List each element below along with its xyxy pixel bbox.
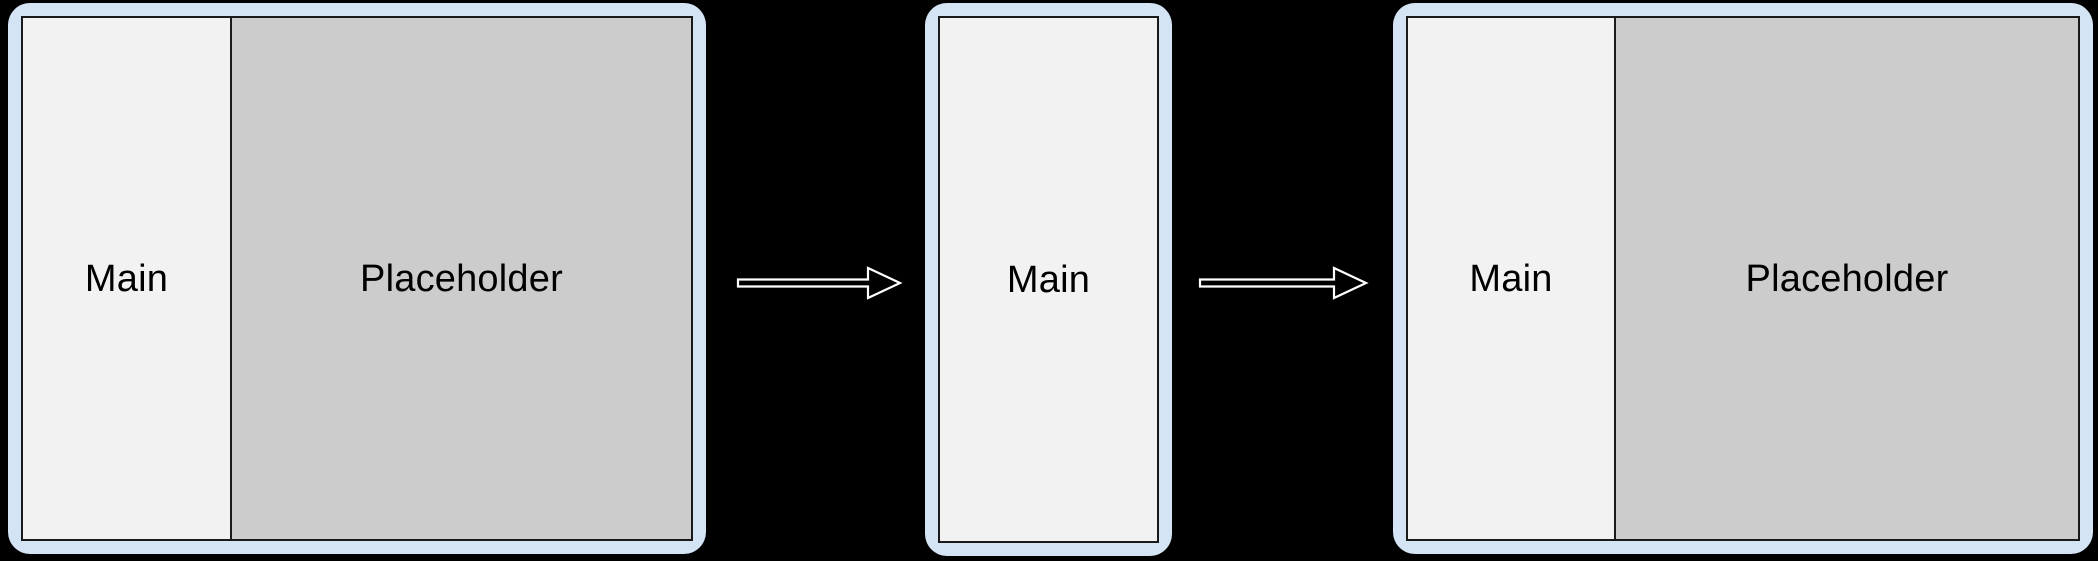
pane-main[interactable]: Main [940, 18, 1157, 541]
window-content-area: Main Placeholder [21, 16, 693, 541]
pane-main-label: Main [1469, 257, 1553, 300]
pane-main[interactable]: Main [23, 18, 230, 539]
window-content-area: Main Placeholder [1406, 16, 2080, 541]
pane-main-label: Main [1006, 258, 1091, 301]
wide-window-after[interactable]: Main Placeholder [1393, 3, 2093, 554]
pane-main-label: Main [84, 257, 169, 300]
pane-main[interactable]: Main [1408, 18, 1614, 539]
pane-placeholder-label: Placeholder [1745, 257, 1949, 300]
wide-window-before[interactable]: Main Placeholder [8, 3, 706, 554]
transition-arrow-2 [1198, 266, 1369, 300]
transition-arrow-1 [736, 266, 903, 300]
pane-placeholder[interactable]: Placeholder [1614, 18, 2078, 539]
window-content-area: Main [938, 16, 1159, 543]
arrow-right-shape [1198, 266, 1369, 300]
pane-placeholder-label: Placeholder [360, 257, 563, 300]
pane-placeholder[interactable]: Placeholder [230, 18, 691, 539]
arrow-right-icon [1198, 266, 1369, 300]
arrow-right-icon [736, 266, 903, 300]
narrow-window-collapsed[interactable]: Main [925, 3, 1172, 556]
arrow-right-shape [736, 266, 903, 300]
